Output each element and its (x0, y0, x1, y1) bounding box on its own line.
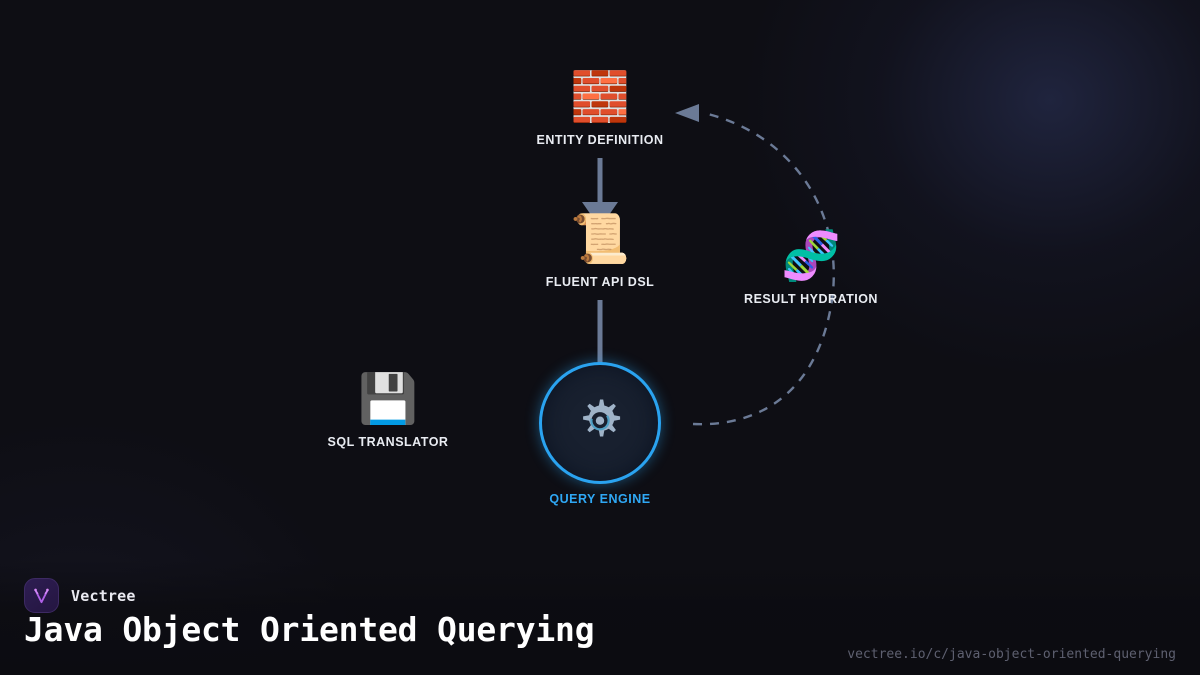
brand-row: Vectree (24, 578, 136, 613)
node-sql-translator[interactable]: 💾 SQL TRANSLATOR (328, 371, 449, 449)
footer-bar: Vectree Java Object Oriented Querying ve… (0, 560, 1200, 675)
brick-wall-icon: 🧱 (570, 69, 630, 125)
floppy-disk-icon: 💾 (358, 371, 418, 427)
edge-entity-to-dsl (582, 158, 618, 228)
query-engine-circle (539, 362, 661, 484)
node-query-engine[interactable]: QUERY ENGINE (539, 362, 661, 506)
node-fluent-api-dsl[interactable]: 📜 FLUENT API DSL (546, 211, 655, 289)
scroll-icon: 📜 (570, 211, 630, 267)
node-entity-definition[interactable]: 🧱 ENTITY DEFINITION (536, 69, 663, 147)
edge-engine-to-entity (675, 104, 835, 426)
node-label-fluent-api-dsl: FLUENT API DSL (545, 275, 655, 289)
node-label-entity-definition: ENTITY DEFINITION (536, 133, 664, 147)
node-label-query-engine: QUERY ENGINE (549, 492, 651, 506)
node-label-result-hydration: RESULT HYDRATION (744, 292, 878, 306)
page-title: Java Object Oriented Querying (24, 610, 595, 649)
node-result-hydration[interactable]: 🧬 RESULT HYDRATION (744, 228, 878, 306)
page-url: vectree.io/c/java-object-oriented-queryi… (847, 647, 1176, 662)
vectree-logo-icon (24, 578, 59, 613)
dna-icon: 🧬 (781, 228, 841, 284)
gear-icon (572, 395, 628, 451)
node-label-sql-translator: SQL TRANSLATOR (327, 435, 449, 449)
brand-name: Vectree (71, 586, 136, 605)
